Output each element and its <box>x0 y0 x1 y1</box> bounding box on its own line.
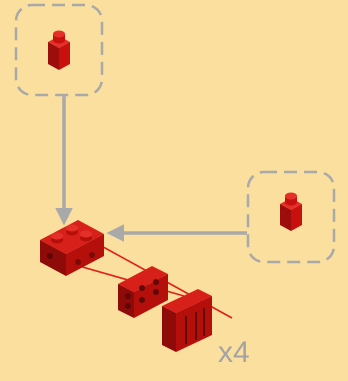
quantity-multiplier-label: x4 <box>218 336 250 369</box>
top-callout-brick <box>48 30 70 70</box>
front-panel-piece <box>162 289 212 352</box>
middle-plate-piece <box>118 266 168 318</box>
right-part-callout <box>246 170 336 264</box>
main-brick-assembly <box>40 220 104 276</box>
top-part-callout <box>14 3 104 97</box>
right-callout-brick <box>280 192 302 231</box>
